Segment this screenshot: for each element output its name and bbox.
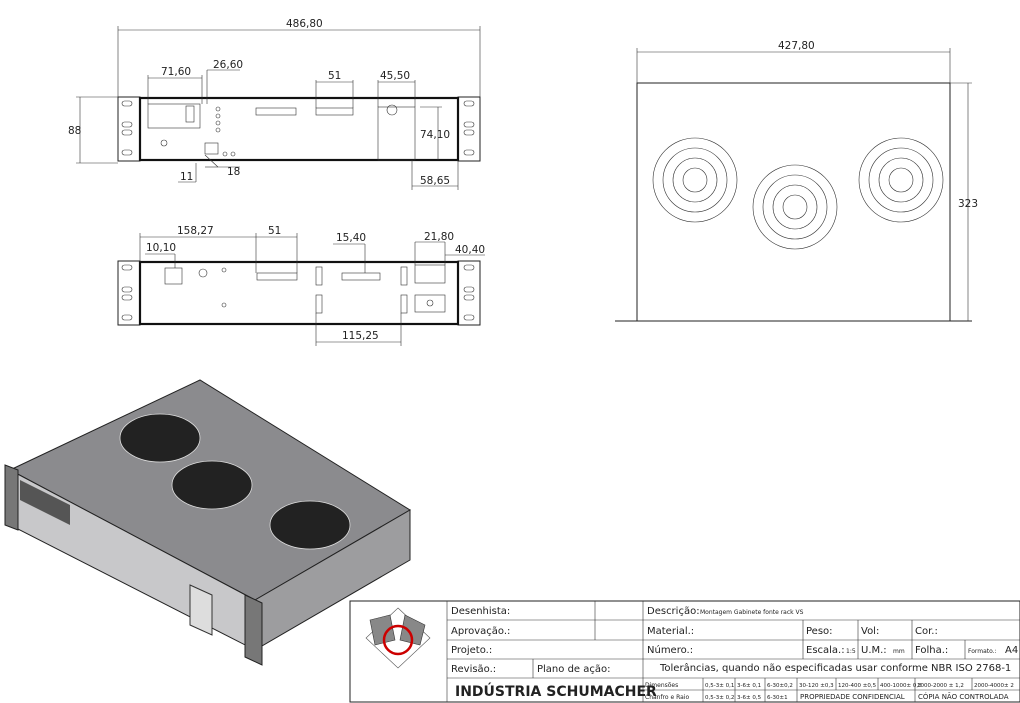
front-view: 486,80 88 71,60 26,60 51 45,50 74,10 11 …: [68, 18, 481, 190]
tol-chanfro: 3-6± 0,5: [737, 695, 762, 701]
dim-depth: 323: [958, 198, 978, 210]
tol-dim: 400-1000± 0,8: [880, 683, 922, 689]
company-name: INDÚSTRIA SCHUMACHER: [455, 682, 657, 700]
formato-value: A4: [1005, 645, 1018, 656]
tol-chanfro: 0,5-3± 0,2: [705, 695, 734, 701]
dim: 115,25: [342, 330, 379, 342]
tol-dim: 1000-2000 ± 1,2: [917, 683, 964, 689]
escala-value: 1:5: [846, 648, 856, 655]
copia-note: CÓPIA NÃO CONTROLADA: [918, 692, 1009, 701]
dim: 18: [227, 166, 240, 178]
dim: 21,80: [424, 231, 454, 243]
um-value: mm: [893, 648, 905, 655]
label-descricao: Descrição:: [647, 606, 700, 617]
company-logo: [365, 607, 431, 669]
label-numero: Número.:: [647, 644, 693, 656]
confidencial-note: PROPRIEDADE CONFIDENCIAL: [800, 693, 905, 701]
title-block: [349, 600, 1020, 703]
dim: 58,65: [420, 175, 450, 187]
dim-width: 427,80: [778, 40, 815, 52]
label-chanfro: Chanfro e Raio: [645, 694, 689, 701]
dim: 51: [328, 70, 341, 82]
rear-view: 158,27 10,10 51 15,40 21,80 40,40 115,25: [117, 225, 485, 346]
label-peso: Peso:: [806, 626, 833, 637]
top-view: 427,80 323: [615, 40, 978, 322]
label-escala: Escala.:: [806, 645, 845, 656]
dim: 10,10: [146, 242, 176, 254]
label-plano: Plano de ação:: [537, 664, 611, 675]
dim: 26,60: [213, 59, 243, 71]
dim-height: 88: [68, 125, 81, 137]
tol-dim: 30-120 ±0,3: [799, 683, 834, 689]
label-projeto: Projeto.:: [451, 645, 492, 656]
tol-chanfro: 6-30±1: [767, 695, 788, 701]
dim: 40,40: [455, 244, 485, 256]
dim: 15,40: [336, 232, 366, 244]
label-dimensoes: Dimensões: [645, 682, 678, 689]
dim: 51: [268, 225, 281, 237]
dim: 71,60: [161, 66, 191, 78]
rack-ear-right: [457, 96, 481, 162]
tolerancias-note: Tolerâncias, quando não especificadas us…: [659, 662, 1011, 674]
label-cor: Cor.:: [915, 626, 938, 637]
dim: 74,10: [420, 129, 450, 141]
label-aprovacao: Aprovação.:: [451, 626, 510, 637]
dim-overall-width: 486,80: [286, 18, 323, 30]
label-vol: Vol:: [861, 626, 879, 637]
label-revisao: Revisão.:: [451, 664, 496, 675]
label-desenhista: Desenhista:: [451, 606, 510, 617]
tol-dim: 120-400 ±0,5: [838, 683, 877, 689]
tol-dim: 0,5-3± 0,1: [705, 683, 734, 689]
label-formato: Formato.:: [968, 648, 997, 655]
dim: 11: [180, 171, 193, 183]
dim: 45,50: [380, 70, 410, 82]
isometric-view: [4, 379, 411, 666]
tol-dim: 3-6± 0,1: [737, 683, 761, 689]
front-panel: [138, 96, 460, 162]
label-um: U.M.:: [861, 645, 887, 656]
title-block-text: Desenhista: Aprovação.: Projeto.: Revisã…: [451, 606, 1018, 701]
label-material: Material.:: [647, 626, 694, 637]
tol-dim: 6-30±0,2: [767, 683, 793, 689]
descricao-value: Montagem Gabinete fonte rack VS: [700, 609, 804, 616]
dim: 158,27: [177, 225, 214, 237]
rack-ear-left: [117, 96, 141, 162]
tol-dim: 2000-4000± 2: [974, 683, 1014, 689]
label-folha: Folha.:: [915, 645, 948, 656]
